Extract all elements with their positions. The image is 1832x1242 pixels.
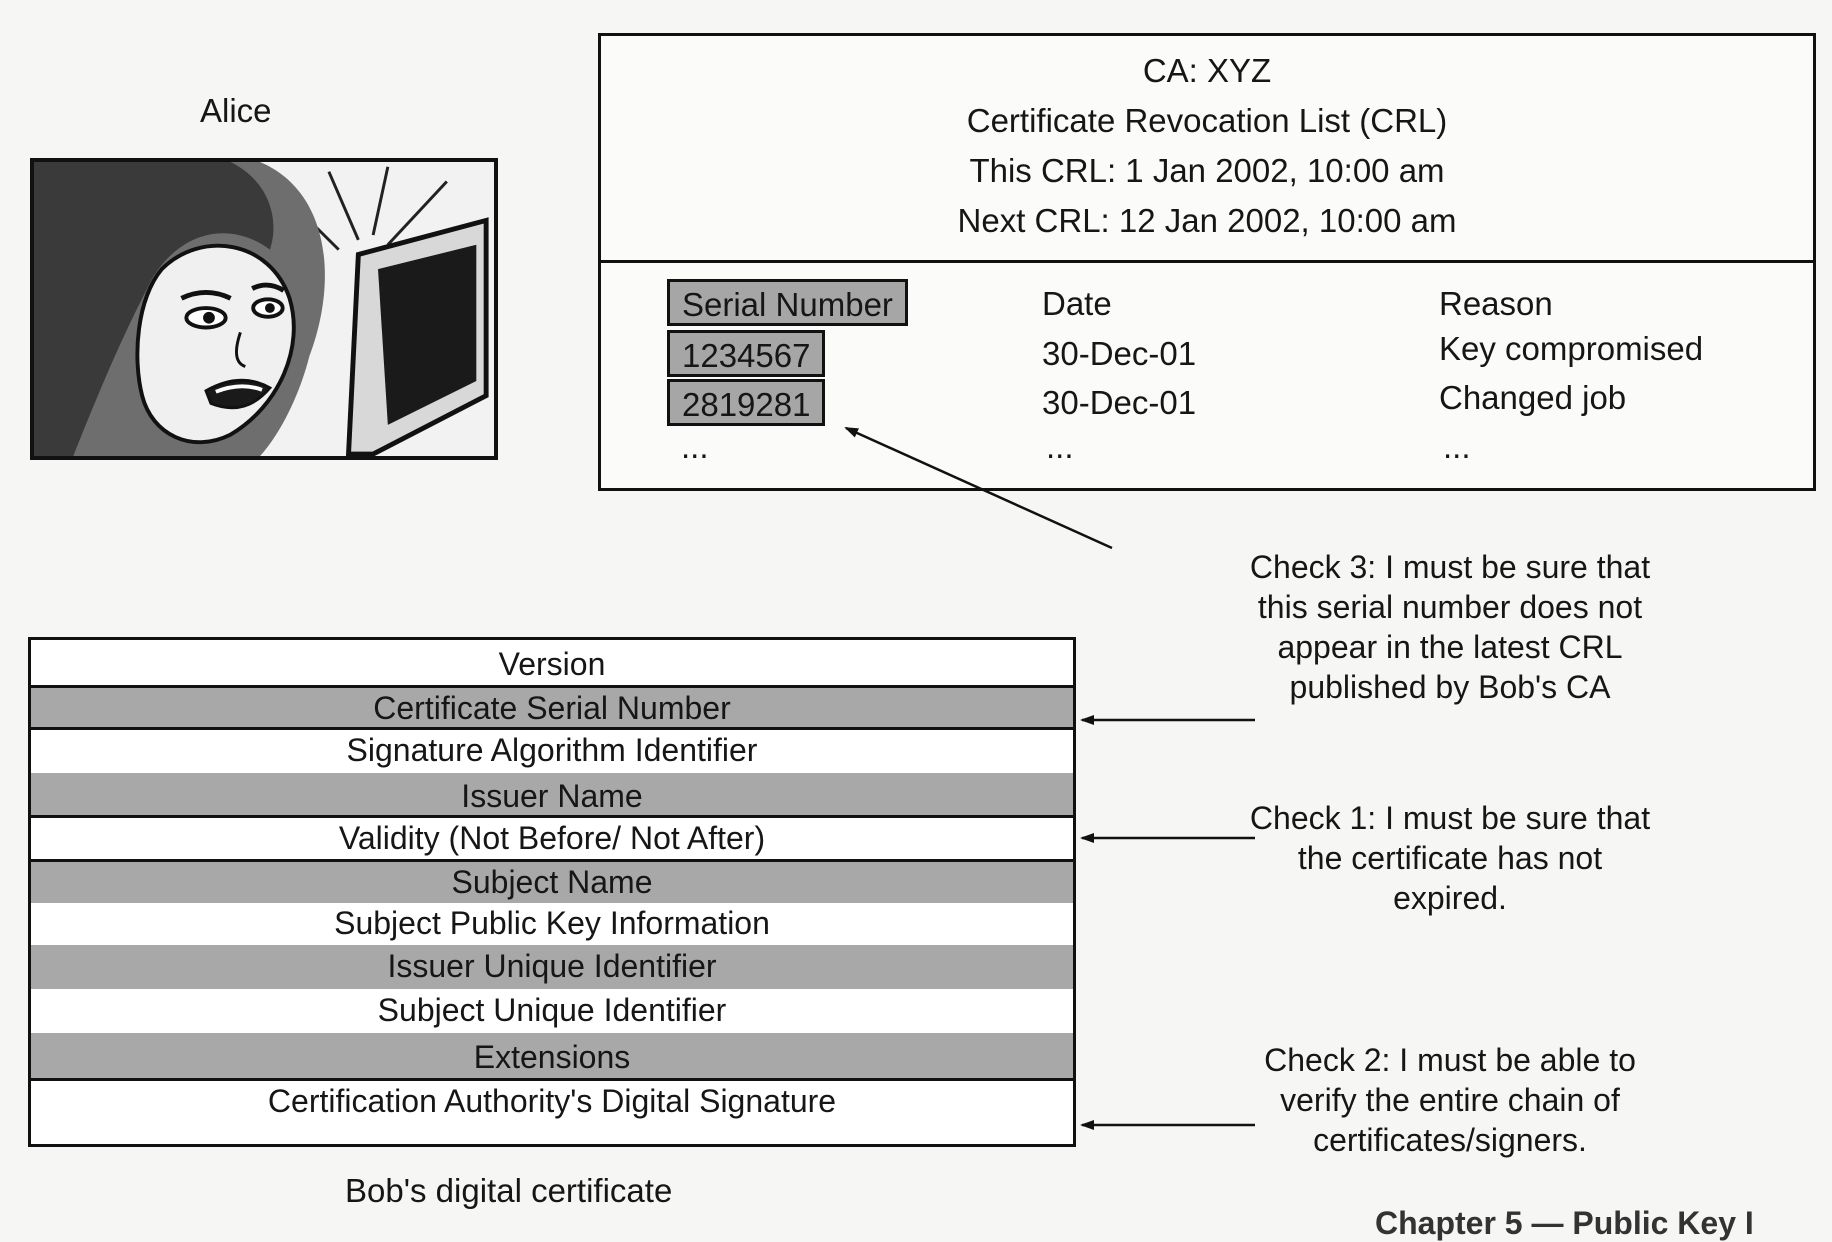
certificate-caption: Bob's digital certificate (345, 1172, 673, 1209)
crl-panel: CA: XYZ Certificate Revocation List (CRL… (598, 33, 1816, 491)
crl-reason-cell: Changed job (1439, 379, 1627, 416)
crl-reason-cell: Key compromised (1439, 330, 1704, 367)
check-line: appear in the latest CRL (1277, 629, 1623, 665)
footer-text: Chapter 5 — Public Key I (1375, 1205, 1754, 1241)
check-line: published by Bob's CA (1289, 669, 1611, 705)
cert-field-subject-name: Subject Name (31, 859, 1073, 903)
crl-date-cell: 30-Dec-01 (1042, 335, 1197, 372)
crl-header: CA: XYZ Certificate Revocation List (CRL… (601, 36, 1813, 263)
cert-field-ca-signature: Certification Authority's Digital Signat… (31, 1078, 1073, 1144)
check-line: verify the entire chain of (1280, 1082, 1620, 1118)
crl-ellipsis: ... (1046, 428, 1074, 465)
check-line: this serial number does not (1257, 589, 1643, 625)
cert-field-issuer-name: Issuer Name (31, 773, 1073, 815)
check-line: Check 1: I must be sure that (1249, 800, 1651, 836)
check-line: expired. (1393, 880, 1507, 916)
check-line: Check 2: I must be able to (1264, 1042, 1636, 1078)
crl-ellipsis: ... (681, 428, 709, 465)
crl-this-date: This CRL: 1 Jan 2002, 10:00 am (969, 152, 1445, 189)
cert-field-extensions: Extensions (31, 1033, 1073, 1078)
cert-field-signature-algorithm: Signature Algorithm Identifier (31, 727, 1073, 773)
crl-serial-cell: 2819281 (667, 379, 826, 426)
check-line: the certificate has not (1297, 840, 1603, 876)
check-1-callout: Check 1: I must be sure that the certifi… (1170, 798, 1730, 918)
col-serial-number: Serial Number (667, 279, 908, 326)
crl-ellipsis: ... (1443, 428, 1471, 465)
cert-field-issuer-unique-id: Issuer Unique Identifier (31, 945, 1073, 989)
crl-ca-name: CA: XYZ (1142, 52, 1272, 89)
certificate: Version Certificate Serial Number Signat… (28, 637, 1076, 1147)
check-line: certificates/signers. (1313, 1122, 1587, 1158)
check-2-callout: Check 2: I must be able to verify the en… (1170, 1040, 1730, 1160)
col-reason: Reason (1439, 285, 1553, 322)
crl-next-date: Next CRL: 12 Jan 2002, 10:00 am (957, 202, 1457, 239)
alice-label: Alice (200, 92, 272, 129)
alice-illustration (30, 158, 498, 460)
cert-field-serial-number: Certificate Serial Number (31, 685, 1073, 727)
check-line: Check 3: I must be sure that (1249, 549, 1651, 585)
crl-serial-cell: 1234567 (667, 330, 826, 377)
cert-field-subject-public-key: Subject Public Key Information (334, 905, 770, 941)
check-3-callout: Check 3: I must be sure that this serial… (1170, 547, 1730, 707)
crl-date-cell: 30-Dec-01 (1042, 384, 1197, 421)
cert-field-validity: Validity (Not Before/ Not After) (31, 815, 1073, 859)
crl-title: Certificate Revocation List (CRL) (966, 102, 1448, 139)
cert-field-subject-unique-id: Subject Unique Identifier (377, 992, 727, 1028)
cert-field-version: Version (498, 646, 606, 682)
col-date: Date (1042, 285, 1112, 322)
